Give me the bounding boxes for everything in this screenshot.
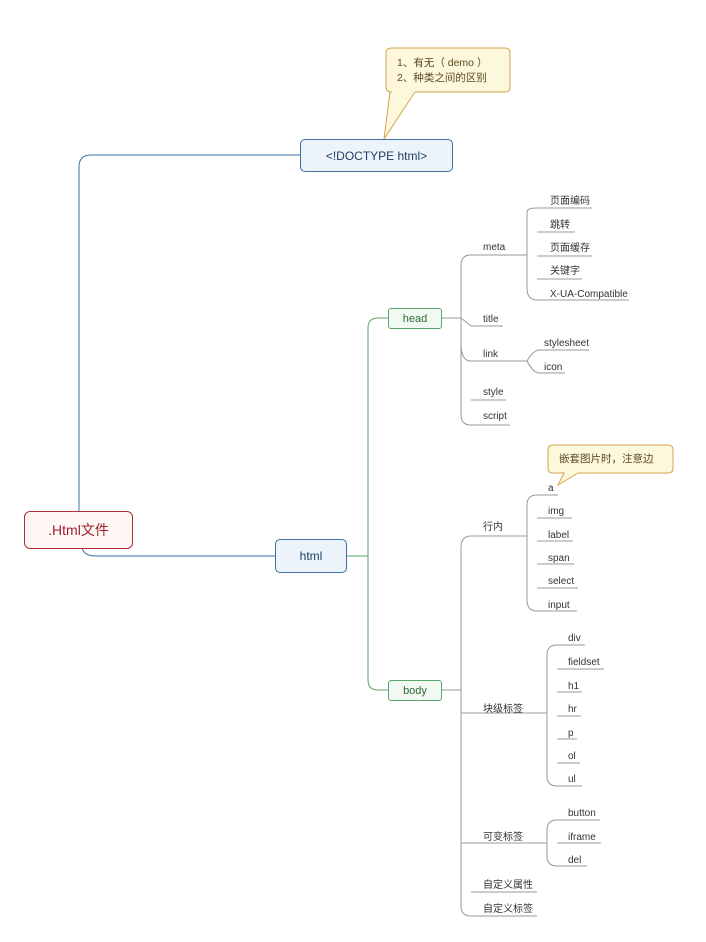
link-html-branches (346, 317, 389, 691)
inline-node[interactable]: 行内 (483, 522, 503, 533)
block-item[interactable]: p (568, 728, 574, 739)
html-node[interactable]: html (275, 539, 347, 573)
block-item[interactable]: fieldset (568, 657, 600, 668)
meta-item[interactable]: 页面缓存 (550, 243, 590, 254)
block-node[interactable]: 块级标签 (483, 704, 523, 715)
inline-note-bubble (547, 444, 674, 487)
variable-item[interactable]: button (568, 808, 596, 819)
style-node[interactable]: style (483, 387, 504, 398)
block-item[interactable]: hr (568, 704, 577, 715)
inline-item[interactable]: input (548, 600, 570, 611)
doctype-note-line-2: 2、种类之间的区别 (397, 72, 487, 84)
block-item[interactable]: ol (568, 751, 576, 762)
inline-item[interactable]: label (548, 530, 570, 541)
variable-node[interactable]: 可变标签 (483, 832, 523, 843)
variable-item[interactable]: del (568, 855, 582, 866)
links-head (441, 207, 629, 426)
body-node[interactable]: body (388, 680, 442, 701)
inline-item[interactable]: a (548, 483, 554, 494)
meta-item[interactable]: X-UA-Compatible (550, 289, 628, 300)
custom-tag-node[interactable]: 自定义标签 (483, 904, 533, 915)
custom-attr-node[interactable]: 自定义属性 (483, 880, 533, 891)
meta-item[interactable]: 页面编码 (550, 196, 590, 207)
doctype-note-line-1: 1、有无（ demo ） (397, 57, 488, 69)
block-item[interactable]: h1 (568, 681, 580, 692)
head-node[interactable]: head (388, 308, 442, 329)
link-root-html (81, 547, 275, 557)
meta-item[interactable]: 关键字 (550, 266, 580, 277)
doctype-note-bubble (383, 47, 511, 140)
inline-note-text: 嵌套图片时，注意边 (559, 453, 654, 465)
link-root-doctype (78, 154, 300, 512)
inline-item[interactable]: img (548, 506, 565, 517)
block-item[interactable]: ul (568, 774, 576, 785)
root-node[interactable]: .Html文件 (24, 511, 133, 549)
script-node[interactable]: script (483, 411, 507, 422)
title-node[interactable]: title (483, 314, 499, 325)
doctype-node[interactable]: <!DOCTYPE html> (300, 139, 453, 172)
inline-item[interactable]: span (548, 553, 570, 564)
link-item[interactable]: icon (544, 362, 563, 373)
link-item[interactable]: stylesheet (544, 338, 590, 349)
meta-node[interactable]: meta (483, 242, 506, 253)
block-item[interactable]: div (568, 633, 581, 644)
variable-item[interactable]: iframe (568, 832, 596, 843)
inline-item[interactable]: select (548, 576, 575, 587)
link-node[interactable]: link (483, 349, 499, 360)
meta-item[interactable]: 跳转 (550, 220, 570, 231)
links-body (441, 494, 604, 917)
